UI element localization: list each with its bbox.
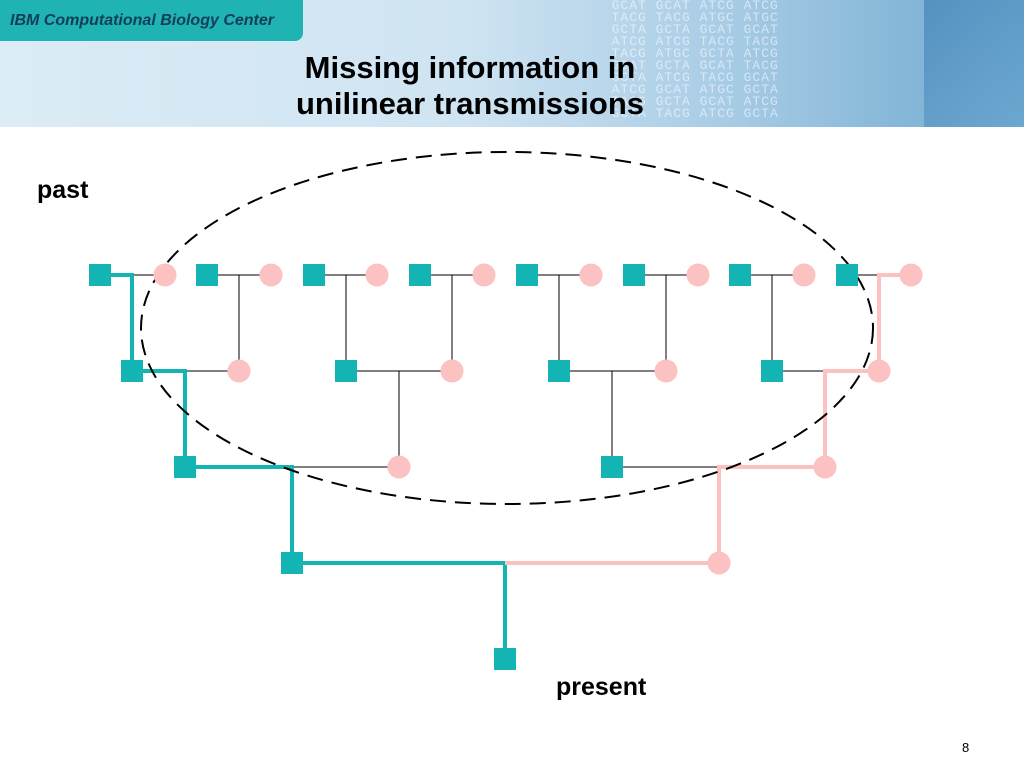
male-square xyxy=(303,264,325,286)
female-circle xyxy=(153,263,177,287)
present-male-square xyxy=(494,648,516,670)
title-line-2: unilinear transmissions xyxy=(296,86,644,121)
male-square xyxy=(516,264,538,286)
female-circle xyxy=(579,263,603,287)
maternal-lineage-line xyxy=(505,273,911,565)
female-circle xyxy=(686,263,710,287)
female-circle xyxy=(899,263,923,287)
female-circle xyxy=(792,263,816,287)
female-circle xyxy=(867,359,891,383)
male-square xyxy=(729,264,751,286)
title-line-1: Missing information in xyxy=(304,50,636,85)
male-square xyxy=(89,264,111,286)
female-circle xyxy=(227,359,251,383)
male-square xyxy=(196,264,218,286)
header-banner: GCAT GCAT ATCG ATCG TACG TACG ATGC ATGC … xyxy=(0,0,1024,127)
male-square xyxy=(409,264,431,286)
male-square xyxy=(548,360,570,382)
male-square xyxy=(623,264,645,286)
past-label: past xyxy=(37,176,89,204)
female-circle xyxy=(813,455,837,479)
female-individuals xyxy=(153,263,923,575)
male-square xyxy=(836,264,858,286)
male-square xyxy=(761,360,783,382)
missing-information-ellipse xyxy=(140,151,874,505)
page-number: 8 xyxy=(962,740,970,755)
female-circle xyxy=(654,359,678,383)
male-square xyxy=(335,360,357,382)
male-square xyxy=(601,456,623,478)
header-tab: IBM Computational Biology Center xyxy=(0,0,303,41)
male-square xyxy=(121,360,143,382)
female-circle xyxy=(387,455,411,479)
male-square xyxy=(174,456,196,478)
female-circle xyxy=(259,263,283,287)
female-circle xyxy=(707,551,731,575)
dna-sequence-texture: GCAT GCAT ATCG ATCG TACG TACG ATGC ATGC … xyxy=(611,0,779,121)
female-circle xyxy=(472,263,496,287)
male-individuals xyxy=(89,264,858,670)
dna-helix-graphic xyxy=(924,0,1024,127)
slide-title: Missing information in unilinear transmi… xyxy=(200,50,740,122)
female-circle xyxy=(440,359,464,383)
present-label: present xyxy=(556,673,647,701)
male-square xyxy=(281,552,303,574)
female-circle xyxy=(365,263,389,287)
